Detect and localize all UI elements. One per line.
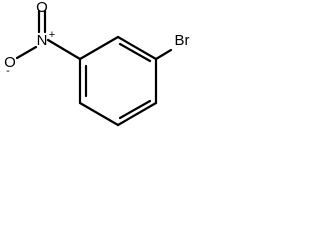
bromine-label: Br [175,32,190,49]
ring-inner-double-top [118,42,152,63]
ring-bond-top-right [116,35,158,61]
bond-to-bromine [154,48,173,61]
oxygen-bottom-charge-label: - [6,65,10,77]
molecule-canvas: Br N + O O - [0,0,196,134]
ring-inner-double-bottom [118,99,152,120]
oxygen-bottom-label: O [4,54,16,71]
nitrogen-charge-label: + [49,29,55,41]
oxygen-top-label: O [36,0,48,16]
nitro-single-bond [15,45,38,60]
ring-bond-bottom-right [116,101,158,127]
ring-bond-top-left [78,35,120,61]
bond-to-nitro [46,38,82,61]
ring-bond-bottom-left [78,101,120,127]
nitrogen-label: N [37,32,48,49]
molecule-structure: Br N + O O - [4,0,190,127]
